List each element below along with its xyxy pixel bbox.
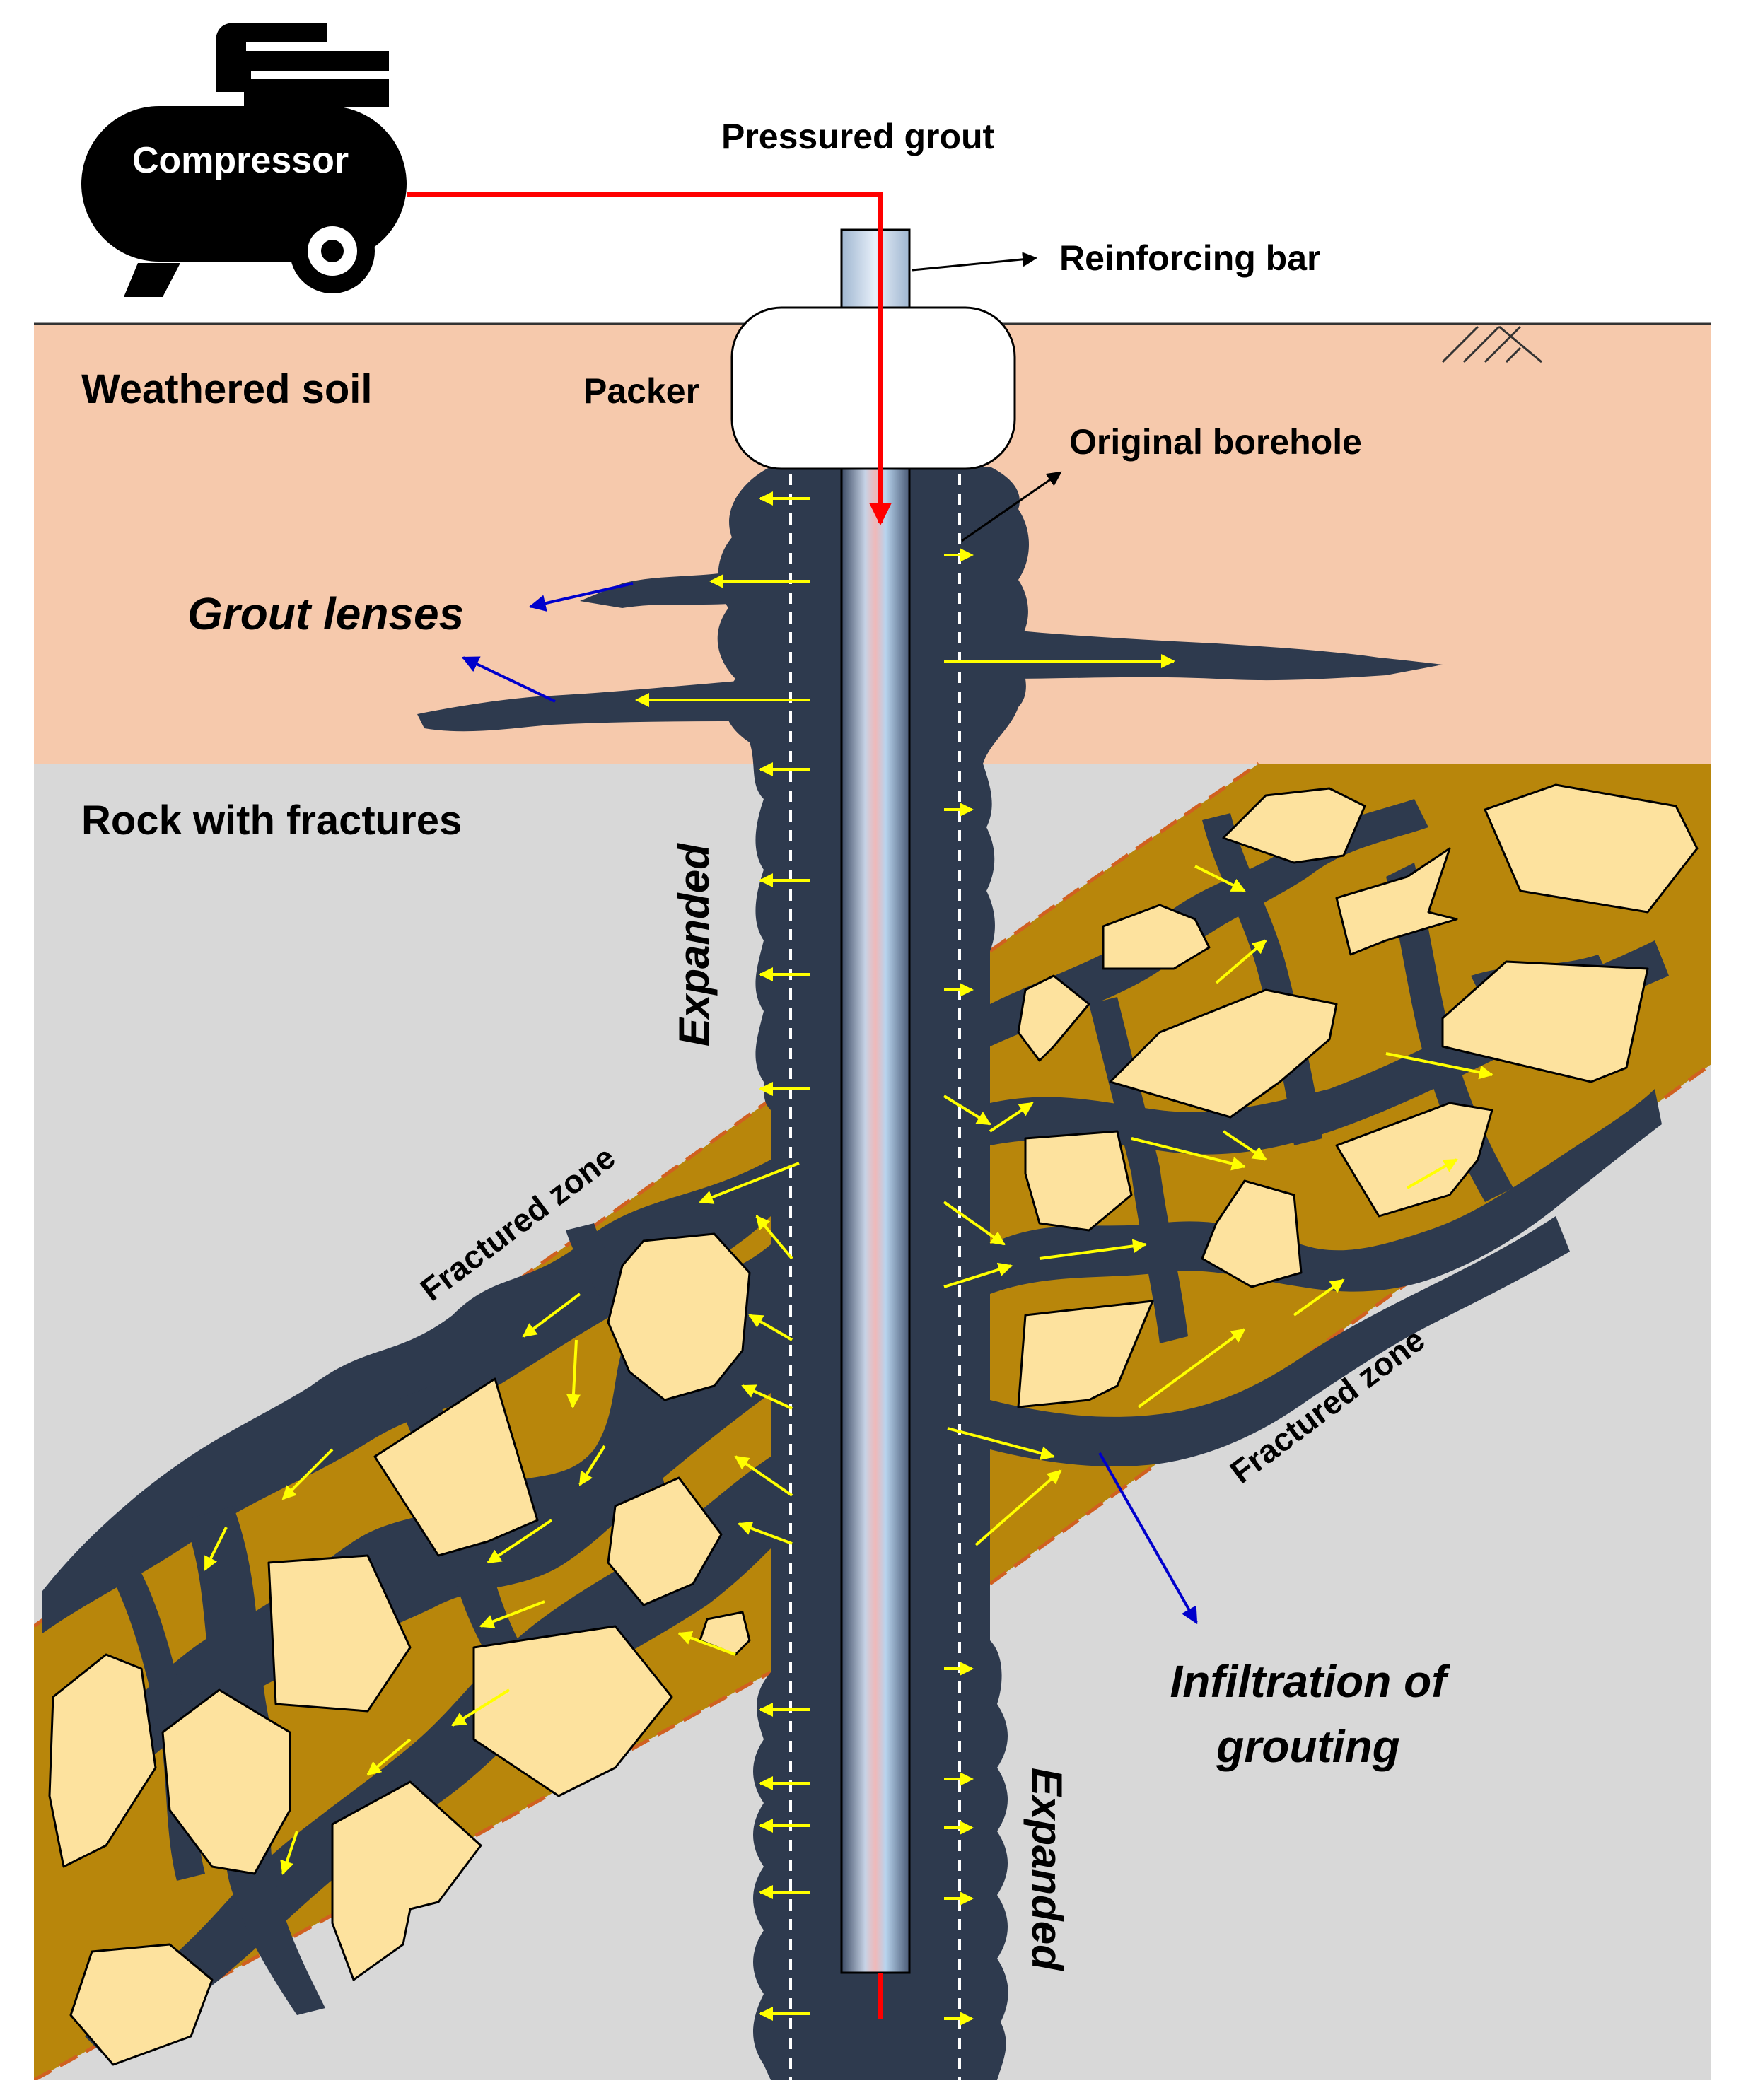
flow-arrow xyxy=(280,1831,298,1875)
flow-arrow xyxy=(451,1688,511,1727)
fractured-zone-left xyxy=(34,1097,772,2080)
original-borehole-pointer xyxy=(961,471,1062,542)
flow-arrow xyxy=(748,1314,793,1341)
reinforcing-bar-pointer xyxy=(912,252,1038,272)
flow-arrow xyxy=(943,1095,991,1126)
flow-arrow xyxy=(974,1469,1062,1546)
flow-arrow xyxy=(947,1427,1055,1461)
fractured-zone-right xyxy=(989,762,1711,1586)
flow-arrow xyxy=(989,1102,1034,1133)
packer xyxy=(730,306,1016,470)
flow-arrow xyxy=(1131,1137,1246,1171)
grout-pipe xyxy=(840,465,911,1974)
flow-arrow xyxy=(522,1293,581,1338)
flow-arrow xyxy=(741,1384,793,1410)
flow-arrow xyxy=(281,1448,334,1500)
grout-supply-line xyxy=(407,192,883,272)
flow-arrow xyxy=(943,1262,1013,1288)
original-borehole-label: Original borehole xyxy=(1069,422,1362,462)
pressured-grout-label: Pressured grout xyxy=(721,117,995,156)
compressor-icon xyxy=(81,23,407,297)
flow-arrow xyxy=(366,1738,412,1776)
expanded-label-upper: Expanded xyxy=(670,843,718,1046)
grout-lenses-pointer-2 xyxy=(461,656,556,703)
infiltration-label-line2: grouting xyxy=(1216,1721,1399,1772)
flow-arrow xyxy=(1137,1328,1246,1408)
infiltration-pointer xyxy=(1098,1452,1198,1625)
flow-arrow xyxy=(699,1162,800,1204)
flow-arrow xyxy=(1215,939,1267,984)
reinforcing-bar-top xyxy=(840,228,911,309)
reinforcing-bar-label: Reinforcing bar xyxy=(1059,238,1320,278)
expanded-label-lower: Expanded xyxy=(1023,1768,1071,1971)
flow-arrow xyxy=(734,1455,793,1497)
ground-hatch-symbol xyxy=(1441,325,1542,363)
flow-arrow xyxy=(677,1631,736,1656)
flow-arrow xyxy=(566,1339,581,1408)
packer-label: Packer xyxy=(583,371,699,411)
weathered-soil-label: Weathered soil xyxy=(81,366,373,412)
flow-arrow xyxy=(1385,1052,1493,1080)
flow-arrow xyxy=(1407,1158,1458,1189)
infiltration-label-line1: Infiltration of xyxy=(1170,1656,1450,1707)
flow-arrow xyxy=(1194,865,1246,892)
flow-arrow xyxy=(1222,1130,1267,1161)
flow-arrow xyxy=(738,1521,793,1545)
flow-arrow xyxy=(943,1201,1006,1246)
flow-arrow xyxy=(1039,1239,1147,1260)
flow-arrow xyxy=(204,1527,228,1571)
grout-lenses-label: Grout lenses xyxy=(187,588,464,639)
grout-lenses-pointer-1 xyxy=(528,582,634,612)
flow-arrow xyxy=(479,1600,545,1628)
flow-arrow xyxy=(578,1445,606,1486)
flow-arrow xyxy=(755,1215,793,1260)
compressor-label: Compressor xyxy=(132,140,349,181)
flow-arrow xyxy=(487,1519,553,1564)
rock-with-fractures-label: Rock with fractures xyxy=(81,798,462,844)
grout-flow-arrows xyxy=(204,491,1493,2026)
flow-arrow xyxy=(1293,1278,1345,1317)
